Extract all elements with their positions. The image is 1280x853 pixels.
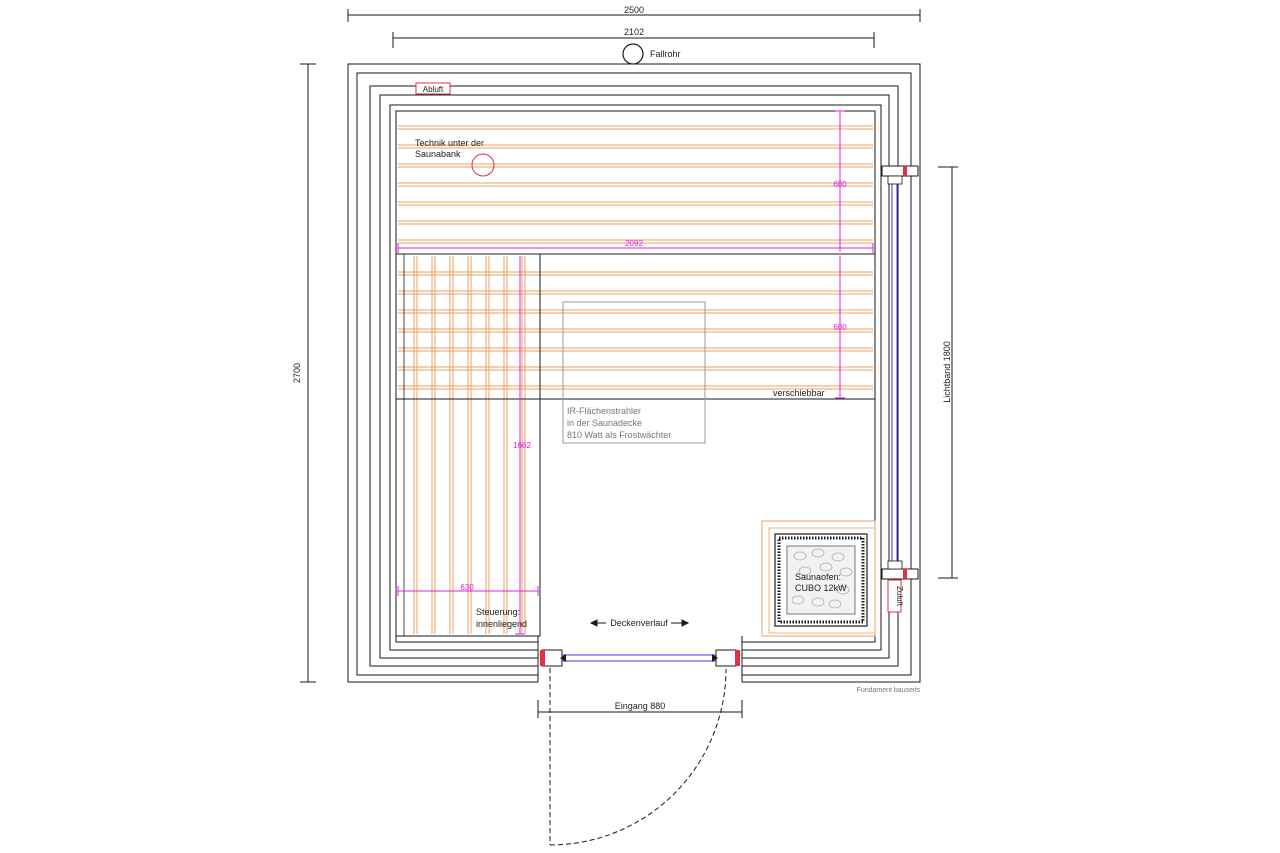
bench-dimensions [397,110,874,635]
ir-label-line3: 810 Watt als Frostwächter [567,430,671,440]
outer-wall [347,63,921,683]
upper-bench-slats [398,125,873,244]
dim-label-side-width: 630 [460,583,474,592]
dimension-inner-width [392,32,875,48]
technik-label-line2: Saunabank [415,149,461,159]
dimension-height [300,63,316,683]
dimension-overall-width [347,9,921,22]
side-bench-slats [413,256,526,634]
oven-stones [791,548,853,609]
lower-bench [395,253,876,400]
entry-door [540,649,740,846]
dim-label-side-length: 1662 [513,441,531,450]
ir-label-line1: IR-Flächenstrahler [567,406,641,416]
dim-label-bench-lower: 600 [833,323,847,332]
lichtband-label: Lichtband 1800 [942,341,952,403]
dim-label-inner-width: 2102 [624,27,644,37]
deckenverlauf-label: Deckenverlauf [610,618,668,628]
oven-stone [811,597,825,607]
dim-label-bench-length: 2092 [625,239,643,248]
oven-stone [811,548,825,558]
door-jambs [537,636,743,682]
dim-label-overall-width: 2500 [624,5,644,15]
dim-label-height: 2700 [292,363,302,383]
fallrohr-label: Fallrohr [650,49,681,59]
oven-stone [831,552,845,562]
abluft-label: Abluft [423,85,444,94]
technik-circle [471,153,495,177]
side-bench [395,254,541,637]
ir-heater-box [562,301,706,444]
dimension-lichtband [938,166,958,579]
oven-label-line1: Saunaofen: [795,572,841,582]
steuerung-label-line2: innenliegend [476,619,527,629]
lower-bench-slats [398,271,873,390]
dim-label-bench-upper: 600 [833,180,847,189]
technik-label-line1: Technik unter der [415,138,484,148]
verschiebbar-label: verschiebbar [773,388,825,398]
downpipe-circle [622,43,644,65]
steuerung-label-line1: Steuerung: [476,607,520,617]
dimension-entrance [537,700,743,718]
oven-stone [793,551,807,561]
oven-stone [836,585,850,595]
ir-label-line2: in der Saunadecke [567,418,642,428]
lichtband-window [881,165,919,580]
zuluft-label: Zuluft [895,586,904,607]
abluft-vent [415,82,451,95]
sauna-oven [761,520,876,637]
deckenverlauf-arrow [589,619,690,627]
fundament-label: Fundament bauseits [857,687,921,694]
oven-label-line2: CUBO 12kW [795,583,847,593]
zuluft-vent [887,579,902,613]
oven-stone [798,566,812,576]
oven-stone [819,562,833,572]
oven-stone [828,599,842,609]
oven-stone [839,567,853,577]
oven-stone [791,595,805,605]
entrance-label: Eingang 880 [615,701,666,711]
